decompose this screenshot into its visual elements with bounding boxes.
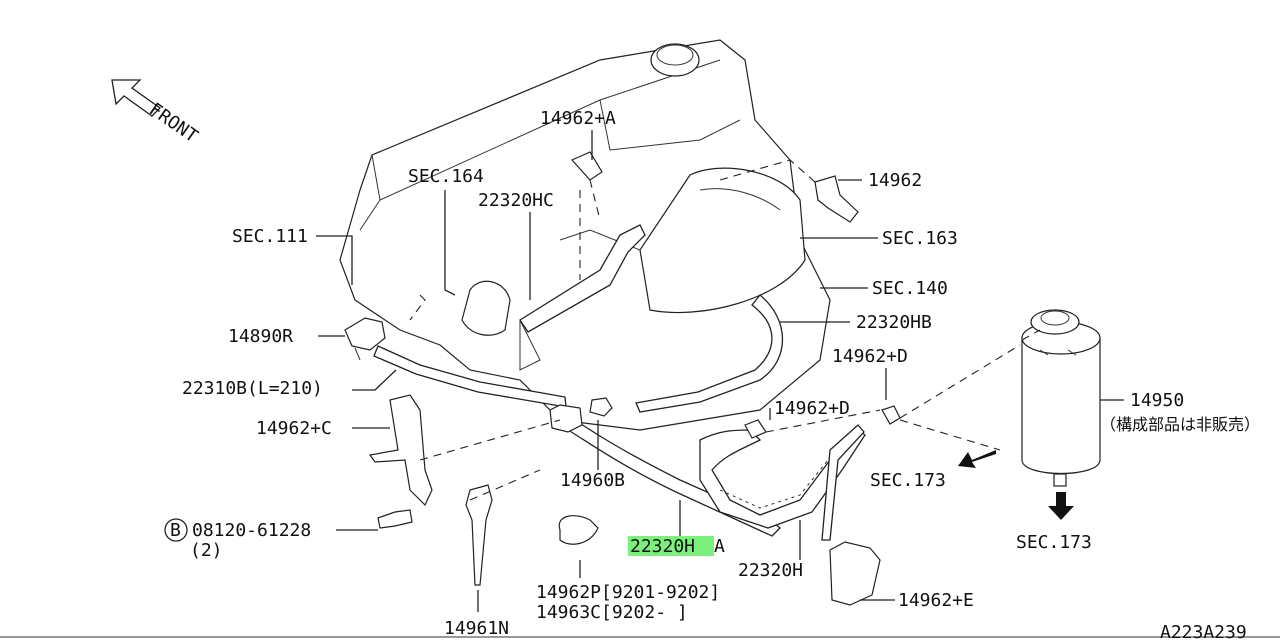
- label-sec140: SEC.140: [872, 278, 948, 299]
- hose-22320hb: [635, 294, 783, 413]
- label-ref-code: A223A239: [1160, 622, 1247, 640]
- label-sec164: SEC.164: [408, 166, 484, 187]
- label-14960b: 14960B: [560, 470, 625, 491]
- label-bolt-qty: (2): [190, 540, 223, 561]
- label-14962: 14962: [868, 170, 922, 191]
- label-14961n: 14961N: [444, 618, 509, 639]
- label-22310b: 22310B(L=210): [182, 378, 323, 399]
- label-sec111: SEC.111: [232, 226, 308, 247]
- bracket-14962-e: [829, 541, 881, 606]
- label-22320hc: 22320HC: [478, 190, 554, 211]
- oil-cap: [650, 43, 700, 77]
- label-14962-d1: 14962+D: [832, 346, 908, 367]
- label-sec163: SEC.163: [882, 228, 958, 249]
- label-14962-a: 14962+A: [540, 108, 616, 129]
- label-sec173-b: SEC.173: [1016, 532, 1092, 553]
- bolt-08120: [377, 509, 413, 529]
- label-14962-e: 14962+E: [898, 590, 974, 611]
- valve-14890r: [344, 317, 386, 361]
- highlight-22320ha: [628, 536, 714, 556]
- clip-14961n: [465, 484, 493, 586]
- leader-lines: [316, 130, 1124, 612]
- connector-14960b: [549, 397, 613, 433]
- label-22320hb: 22320HB: [856, 312, 932, 333]
- bolt-circle-icon: [164, 518, 188, 542]
- hose-short-right: [821, 424, 865, 541]
- clip-14962-d1: [881, 405, 901, 425]
- front-arrow-icon: [111, 79, 162, 117]
- canister-14950: [1021, 309, 1101, 487]
- engine-block: [339, 39, 831, 431]
- label-22320h: 22320H: [738, 560, 803, 581]
- label-14950: 14950: [1130, 390, 1184, 411]
- arrow-sec173-a-icon: [958, 450, 996, 468]
- bracket-14962-c: [368, 394, 433, 507]
- label-14962p: 14962P[9201-9202]: [536, 582, 720, 603]
- hose-22320hc: [519, 224, 646, 333]
- label-bolt-part: 08120-61228: [192, 520, 311, 541]
- clip-14962-a: [571, 151, 603, 181]
- label-14962-c: 14962+C: [256, 418, 332, 439]
- label-22320ha-suffix: A: [714, 536, 725, 557]
- label-14890r: 14890R: [228, 326, 293, 347]
- label-14963c: 14963C[9202- ]: [536, 602, 688, 623]
- label-14950-note: （構成部品は非販売）: [1100, 415, 1260, 434]
- arrow-sec173-b-icon: [1048, 492, 1074, 520]
- intake-port: [461, 280, 511, 336]
- dashed-lines: [409, 159, 1041, 501]
- clamp-14962p: [558, 515, 599, 545]
- front-label: FRONT: [145, 99, 202, 147]
- bracket-14962: [814, 175, 859, 223]
- label-bolt-circle: B: [170, 520, 181, 541]
- throttle-body: [639, 167, 806, 314]
- label-sec173-a: SEC.173: [870, 470, 946, 491]
- label-22320ha-highlight: 22320H: [630, 536, 695, 557]
- label-14962-d2: 14962+D: [774, 398, 850, 419]
